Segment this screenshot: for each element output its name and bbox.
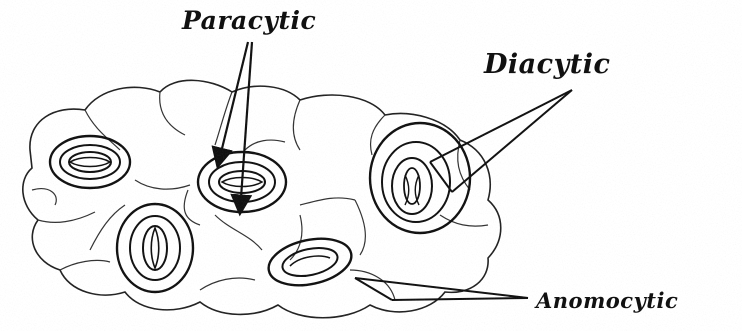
anomocytic-label: Anomocytic <box>536 288 678 313</box>
diacytic-label: Diacytic <box>484 49 610 80</box>
paracytic-label: Paracytic <box>182 6 316 35</box>
